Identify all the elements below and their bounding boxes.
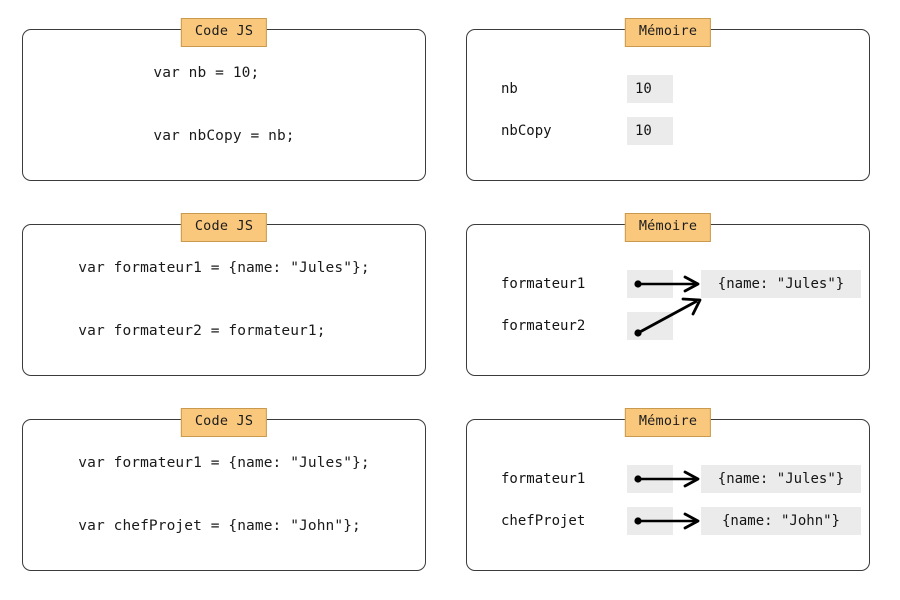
diagram-row-distinct-objects: Code JS var formateur1 = {name: "Jules"}… (0, 408, 900, 579)
memory-body: formateur1 {name: "Jules"} formateur2 (467, 225, 869, 375)
memory-body: formateur1 {name: "Jules"} chefProjet {n… (467, 420, 869, 570)
code-body: var formateur1 = {name: "Jules"}; var fo… (23, 225, 425, 375)
code-line: var nb = 10; (153, 65, 260, 81)
slot-value: 10 (635, 123, 652, 139)
memory-panel: Mémoire formateur1 {name: "Jules"} chefP… (466, 408, 870, 571)
memory-body: nb 10 nbCopy 10 (467, 30, 869, 180)
code-line: var formateur1 = {name: "Jules"}; (78, 455, 370, 471)
reference-arrows (634, 470, 700, 530)
panel-tab-memory: Mémoire (624, 213, 712, 242)
value-slot: 10 (627, 117, 673, 145)
memory-entry-row: nbCopy 10 (467, 114, 869, 148)
object-value: {name: "Jules"} (701, 465, 861, 493)
panel-tab-code: Code JS (180, 213, 268, 242)
diagram-row-shared-reference: Code JS var formateur1 = {name: "Jules"}… (0, 213, 900, 384)
memory-panel: Mémoire nb 10 nbCopy 10 (466, 18, 870, 181)
value-slot: 10 (627, 75, 673, 103)
code-panel: Code JS var formateur1 = {name: "Jules"}… (22, 408, 426, 571)
code-line: var formateur2 = formateur1; (78, 323, 326, 339)
variable-name: formateur2 (501, 318, 586, 334)
code-line: var nbCopy = nb; (153, 128, 295, 144)
memory-entry-row: formateur1 {name: "Jules"} (467, 267, 869, 301)
reference-slot (627, 312, 673, 340)
code-line: var formateur1 = {name: "Jules"}; (78, 260, 370, 276)
memory-entry-row: formateur2 (467, 309, 869, 343)
reference-slot (627, 507, 673, 535)
code-line: var chefProjet = {name: "John"}; (78, 518, 361, 534)
reference-slot (627, 270, 673, 298)
variable-name: chefProjet (501, 513, 586, 529)
panel-tab-code: Code JS (180, 408, 268, 437)
panel-tab-memory: Mémoire (624, 408, 712, 437)
variable-name: formateur1 (501, 276, 586, 292)
panel-tab-code: Code JS (180, 18, 268, 47)
code-lines: var formateur1 = {name: "Jules"}; var fo… (78, 216, 369, 384)
reference-arrows (634, 275, 702, 337)
memory-entry-row: nb 10 (467, 72, 869, 106)
reference-slot (627, 465, 673, 493)
code-body: var nb = 10; var nbCopy = nb; (23, 30, 425, 180)
object-value: {name: "John"} (701, 507, 861, 535)
slot-value: 10 (635, 81, 652, 97)
code-panel: Code JS var formateur1 = {name: "Jules"}… (22, 213, 426, 376)
code-lines: var formateur1 = {name: "Jules"}; var ch… (78, 411, 369, 579)
memory-entry-row: chefProjet {name: "John"} (467, 504, 869, 538)
variable-name: formateur1 (501, 471, 586, 487)
code-panel: Code JS var nb = 10; var nbCopy = nb; (22, 18, 426, 181)
memory-panel: Mémoire formateur1 {name: "Jules"} forma… (466, 213, 870, 376)
object-value: {name: "Jules"} (701, 270, 861, 298)
code-lines: var nb = 10; var nbCopy = nb; (153, 21, 294, 189)
memory-entry-row: formateur1 {name: "Jules"} (467, 462, 869, 496)
code-body: var formateur1 = {name: "Jules"}; var ch… (23, 420, 425, 570)
diagram-row-primitives: Code JS var nb = 10; var nbCopy = nb; Mé… (0, 18, 900, 189)
variable-name: nb (501, 81, 518, 97)
panel-tab-memory: Mémoire (624, 18, 712, 47)
variable-name: nbCopy (501, 123, 552, 139)
